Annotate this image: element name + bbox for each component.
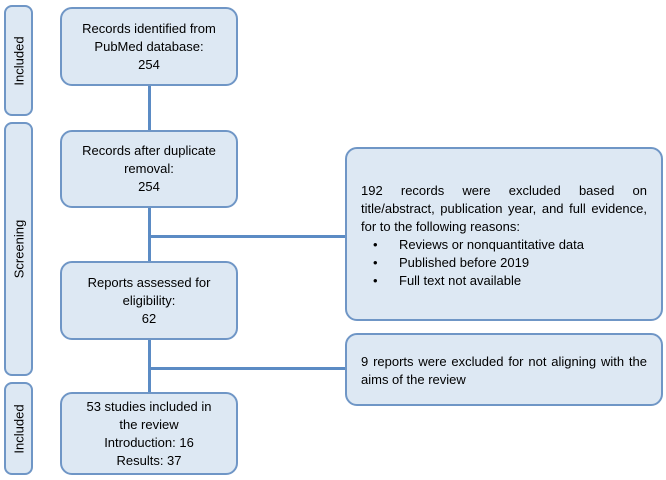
box-records-identified: Records identified from PubMed database:… [60, 7, 238, 86]
phase-identification: Included [4, 5, 33, 116]
box-studies-included: 53 studies included in the review Introd… [60, 392, 238, 475]
box-after-duplicates: Records after duplicate removal: 254 [60, 130, 238, 208]
box-after-duplicates-count: 254 [138, 179, 160, 194]
exclusion-reasons-list: Reviews or nonquantitative data Publishe… [361, 236, 647, 290]
box-records-identified-line-2: PubMed database: [94, 38, 204, 54]
main-vertical-connector [148, 86, 151, 394]
phase-identification-label: Included [11, 35, 26, 86]
box-reports-assessed-line-1: Reports assessed for [87, 274, 211, 290]
box-after-duplicates-line-2: removal: [124, 161, 174, 176]
box-records-identified-line-1: Records identified from [82, 20, 216, 36]
box-reports-excluded: 9 reports were excluded for not aligning… [345, 333, 663, 406]
box-studies-included-line-1: 53 studies included in [86, 398, 212, 414]
box-studies-included-results: Results: 37 [116, 452, 182, 468]
exclusion-connector-2 [148, 367, 347, 370]
box-reports-assessed-count: 62 [141, 310, 157, 326]
phase-screening-label: Screening [11, 219, 26, 279]
box-records-excluded: 192 records were excluded based on title… [345, 147, 663, 321]
exclusion-reason: Full text not available [361, 272, 647, 290]
box-studies-included-introduction: Introduction: 16 [104, 434, 194, 450]
phase-included: Included [4, 382, 33, 475]
exclusion-reason: Reviews or nonquantitative data [361, 236, 647, 254]
box-after-duplicates-line-1: Records after duplicate [82, 143, 216, 158]
box-studies-included-line-2: the review [119, 416, 179, 432]
phase-screening: Screening [4, 122, 33, 376]
reports-excluded-text: 9 reports were excluded for not aligning… [361, 354, 647, 387]
exclusion-connector-1 [148, 235, 347, 238]
phase-included-label: Included [11, 403, 26, 454]
exclusion-reason: Published before 2019 [361, 254, 647, 272]
box-reports-assessed: Reports assessed for eligibility: 62 [60, 261, 238, 340]
box-records-identified-count: 254 [138, 56, 160, 72]
records-excluded-text: 192 records were excluded based on title… [361, 183, 647, 234]
box-reports-assessed-line-2: eligibility: [122, 292, 176, 308]
